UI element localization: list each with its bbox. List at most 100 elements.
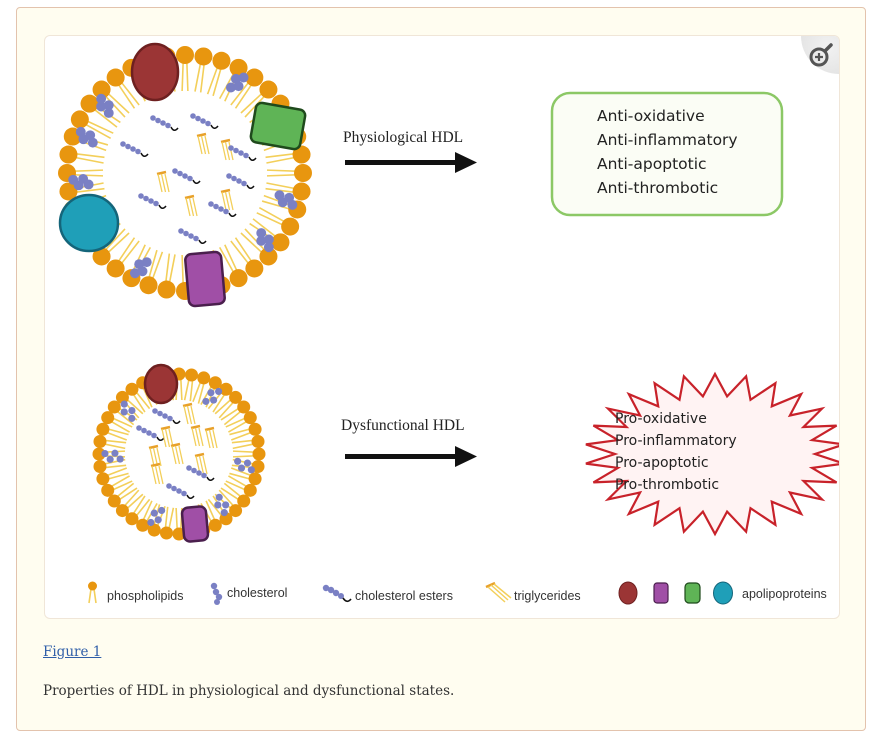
cholesterol: [141, 257, 152, 268]
phospholipid-head: [245, 68, 264, 87]
cholesterol: [263, 234, 274, 245]
triglyceride-chain: [224, 141, 231, 161]
cholesterol-ester: [178, 228, 184, 234]
cholesterol-ester: [218, 206, 224, 212]
property-anti-inflammatory: Anti-inflammatory: [597, 131, 738, 149]
cholesterol-ester: [223, 208, 229, 215]
phospholipid-head: [96, 422, 110, 436]
phospholipid-head: [157, 280, 176, 299]
cholesterol-ester: [160, 120, 166, 126]
hdl-diagram: Physiological HDL Anti-oxidative Anti-in…: [58, 42, 839, 605]
cholesterol-ester: [241, 180, 247, 187]
cholesterol-ester: [125, 143, 131, 150]
cholesterol-ester: [135, 148, 141, 155]
triglyceride-chain: [156, 447, 162, 467]
cholesterol: [210, 396, 218, 404]
cholesterol: [83, 179, 94, 190]
phospholipid-head: [281, 217, 300, 236]
cholesterol-ester: [191, 467, 197, 474]
triglyceride: [220, 138, 231, 144]
triglyceride: [220, 188, 231, 194]
cholesterol: [233, 81, 244, 92]
phospholipid-head: [93, 434, 107, 448]
cholesterol-ester: [190, 113, 196, 119]
hdl-particle-physiological: [58, 42, 312, 308]
triglyceride: [182, 402, 193, 408]
cholesterol-ester: [166, 483, 172, 489]
apolipoprotein-purple: [184, 250, 226, 308]
arrow-icon: [345, 152, 477, 173]
cholesterol: [147, 518, 155, 527]
cholesterol-ester-legend-icon: [322, 584, 352, 603]
cholesterol-ester: [146, 430, 152, 436]
cholesterol: [225, 82, 236, 93]
triglyceride-chain: [221, 141, 227, 161]
cholesterol-ester: [171, 485, 177, 492]
cholesterol: [256, 235, 267, 246]
triglyceride-chain: [192, 197, 198, 217]
triglyceride-chain: [188, 197, 195, 217]
phospholipid-head: [208, 518, 222, 532]
cholesterol-ester: [187, 175, 193, 182]
cholesterol: [247, 466, 255, 474]
cholesterol: [116, 455, 124, 463]
cholesterol-ester: [201, 472, 207, 479]
cholesterol: [103, 107, 114, 118]
phospholipid-head: [115, 504, 129, 518]
cholesterol-ester: [162, 413, 168, 419]
phospholipid-legend-icon: [88, 581, 97, 604]
triglyceride-chain: [185, 197, 191, 217]
phospholipid-head: [107, 400, 121, 414]
cholesterol-ester: [136, 425, 142, 431]
phospholipid-head: [80, 94, 99, 113]
cholesterol-ester-tail: [210, 124, 219, 129]
cholesterol-ester: [181, 490, 187, 497]
phospholipid-head: [115, 390, 129, 404]
phospholipid-head: [101, 411, 115, 425]
cholesterol-ester: [152, 408, 158, 414]
triglyceride-chain: [168, 428, 174, 448]
phospholipid-head: [212, 51, 231, 70]
cholesterol-ester-tail: [198, 239, 207, 244]
cholesterol-ester: [138, 193, 144, 199]
cholesterol-ester: [141, 427, 147, 434]
cholesterol: [237, 464, 246, 472]
phospholipid-head: [92, 247, 111, 266]
phospholipid-head: [245, 259, 264, 278]
triglyceride-chain: [208, 429, 215, 449]
phospholipid-head: [292, 145, 311, 164]
cholesterol: [150, 509, 158, 517]
cholesterol: [256, 228, 267, 239]
cholesterol-ester-tail: [246, 184, 255, 189]
cholesterol-ester-tail: [156, 436, 165, 441]
cholesterol-ester: [213, 203, 219, 210]
figure-link[interactable]: Figure 1: [43, 644, 102, 660]
cholesterol: [202, 397, 210, 405]
phospholipid-head: [243, 483, 257, 497]
phospholipid-head: [136, 518, 150, 532]
cholesterol: [120, 408, 128, 416]
triglyceride-chain: [224, 191, 231, 211]
cholesterol-ester: [182, 173, 188, 179]
cholesterol-ester: [188, 233, 194, 239]
phospholipid-head: [271, 233, 290, 252]
cholesterol-ester-tail: [172, 419, 181, 424]
apolipoprotein-teal: [58, 193, 120, 253]
triglyceride-chain: [200, 135, 207, 155]
cholesterol-ester: [233, 147, 239, 154]
figure-image[interactable]: Physiological HDL Anti-oxidative Anti-in…: [44, 35, 840, 619]
phospholipid-head: [172, 527, 186, 541]
cholesterol-ester: [196, 470, 202, 476]
cholesterol-ester-tail: [206, 476, 215, 481]
phospholipid-head: [125, 512, 139, 526]
apolipoprotein-green: [249, 101, 307, 151]
cholesterol: [128, 406, 136, 415]
cholesterol-ester-tail: [248, 156, 257, 161]
triglyceride-chain: [190, 405, 196, 425]
triglyceride-chain: [194, 427, 201, 447]
cholesterol-ester: [172, 168, 178, 174]
triglyceride-chain: [228, 191, 234, 211]
phospholipid-head: [219, 382, 233, 396]
cholesterol-ester: [200, 118, 206, 124]
cholesterol-ester-tail: [140, 152, 149, 157]
